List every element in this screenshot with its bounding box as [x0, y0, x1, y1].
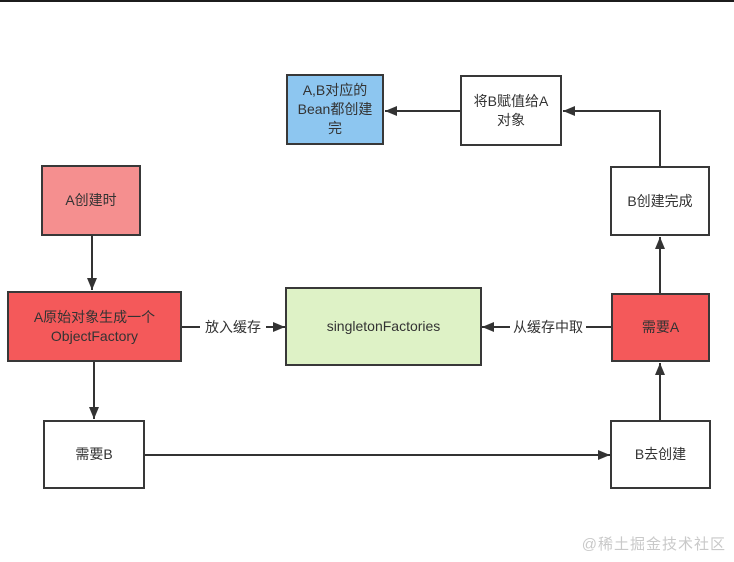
node-b-create: B去创建	[610, 420, 711, 489]
node-assign-b-to-a-label: 将B赋值给A 对象	[473, 92, 549, 128]
edge-label-take-from-cache: 从缓存中取	[510, 317, 586, 337]
node-bean-done: A,B对应的 Bean都创建 完	[286, 74, 384, 145]
node-a-factory: A原始对象生成一个 ObjectFactory	[7, 291, 182, 362]
node-b-done-label: B创建完成	[627, 192, 693, 209]
node-need-b: 需要B	[43, 420, 145, 489]
arrow-b-done-to-assign	[563, 106, 661, 166]
node-b-create-label: B去创建	[634, 446, 687, 462]
node-need-a-label: 需要A	[641, 319, 680, 335]
watermark: @稀土掘金技术社区	[581, 536, 726, 553]
top-border-line	[0, 0, 734, 2]
node-a-create: A创建时	[41, 165, 141, 236]
node-b-done: B创建完成	[610, 166, 710, 236]
node-need-a: 需要A	[611, 293, 710, 362]
node-a-create-label: A创建时	[65, 192, 117, 208]
node-bean-done-label: A,B对应的 Bean都创建 完	[297, 82, 373, 136]
node-assign-b-to-a: 将B赋值给A 对象	[460, 75, 562, 146]
node-singleton-factories-label: singletonFactories	[326, 318, 441, 334]
node-singleton-factories: singletonFactories	[285, 287, 482, 366]
edge-label-put-into-cache: 放入缓存	[200, 317, 266, 337]
node-need-b-label: 需要B	[75, 446, 113, 462]
node-a-factory-label: A原始对象生成一个 ObjectFactory	[33, 308, 156, 344]
